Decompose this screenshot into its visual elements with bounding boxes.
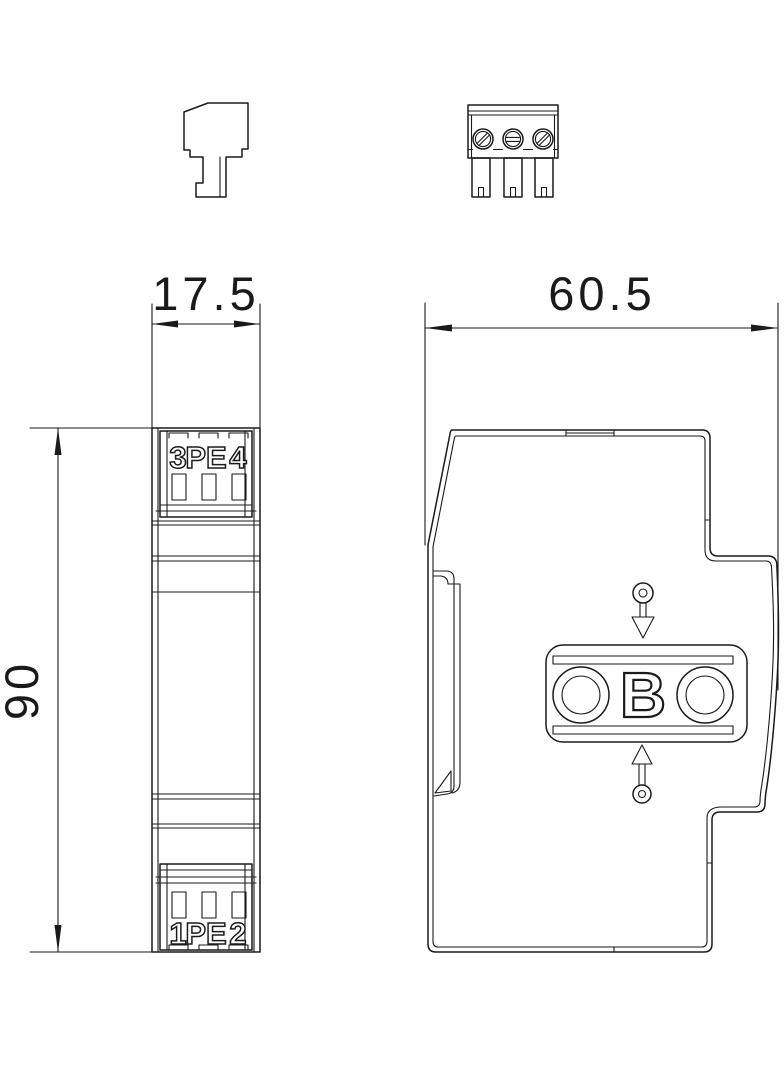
terminal-slot [231, 473, 247, 501]
device-side-view: B [427, 429, 780, 953]
logo-letter-o-right [676, 666, 734, 724]
pivot-circle [632, 784, 652, 804]
logo-top-bar [552, 655, 734, 665]
device-front-view: 3 PE 4 1 PE 2 [151, 427, 261, 953]
terminal-slot [201, 473, 217, 501]
dimension-side-width: 60.5 [424, 267, 779, 691]
mounting-direction-arrow-up [631, 744, 653, 804]
logo-letter-o-left [552, 666, 610, 724]
dimension-height: 90 [0, 427, 153, 953]
din-rail-channel [432, 570, 461, 797]
dimension-height-value: 90 [0, 660, 48, 720]
extension-lines [151, 303, 261, 429]
terminal-label: 2 [229, 916, 246, 951]
arrow-right-icon [234, 320, 260, 328]
plug-side-walls [470, 114, 556, 159]
screw-icon [502, 128, 524, 150]
logo-bottom-bar [552, 725, 734, 735]
terminal-lines [151, 504, 261, 526]
terminal-tabs [168, 944, 249, 951]
plug-side-view [183, 102, 249, 198]
terminal-tabs [168, 432, 249, 439]
plug-legs [471, 157, 554, 198]
terminal-label: PE [185, 440, 226, 475]
terminal-label: PE [185, 916, 226, 951]
terminal-slot [201, 891, 217, 919]
terminal-label: 1 [169, 916, 186, 951]
arrow-down-icon [54, 925, 62, 952]
terminal-slot [231, 891, 247, 919]
obo-logo: B [545, 644, 748, 743]
terminal-slot [171, 891, 187, 919]
screw-icon [532, 128, 554, 150]
terminal-plug-front-view [467, 104, 559, 198]
side-outer-contour [427, 429, 780, 953]
terminal-slot [171, 473, 187, 501]
release-latch [434, 770, 452, 794]
front-outline [151, 427, 261, 953]
housing-seams [565, 429, 713, 953]
terminal-label: 3 [169, 440, 186, 475]
arrow-up-icon [54, 428, 62, 455]
mounting-direction-arrow-down [631, 582, 655, 639]
arrow-left-icon [152, 320, 178, 328]
logo-plate [545, 644, 748, 743]
arrow-right-icon [751, 324, 778, 332]
plug-side-outline [183, 102, 249, 198]
front-inner-walls [157, 427, 255, 953]
front-body-lines [151, 555, 261, 829]
dimension-front-width: 17.5 [151, 267, 261, 429]
extension-lines [424, 302, 779, 691]
pivot-circle [632, 582, 654, 604]
arrow-down-icon [631, 616, 655, 639]
terminal-box [159, 863, 253, 951]
terminal-lines [155, 869, 257, 884]
terminal-label: 4 [229, 440, 247, 475]
side-inner-contour [432, 435, 775, 948]
logo-letter-b: B [620, 659, 666, 731]
plug-top-strip-lines [467, 110, 559, 116]
arrow-up-icon [631, 744, 653, 765]
terminal-rails [166, 863, 246, 951]
top-terminal-block: 3 PE 4 [151, 430, 261, 526]
bottom-terminal-block: 1 PE 2 [155, 863, 257, 952]
screw-icon [472, 128, 494, 150]
terminal-box [159, 430, 253, 518]
extension-lines [29, 427, 153, 953]
arrow-left-icon [425, 324, 452, 332]
dimension-front-width-value: 17.5 [152, 267, 259, 320]
dimension-side-width-value: 60.5 [548, 267, 655, 320]
